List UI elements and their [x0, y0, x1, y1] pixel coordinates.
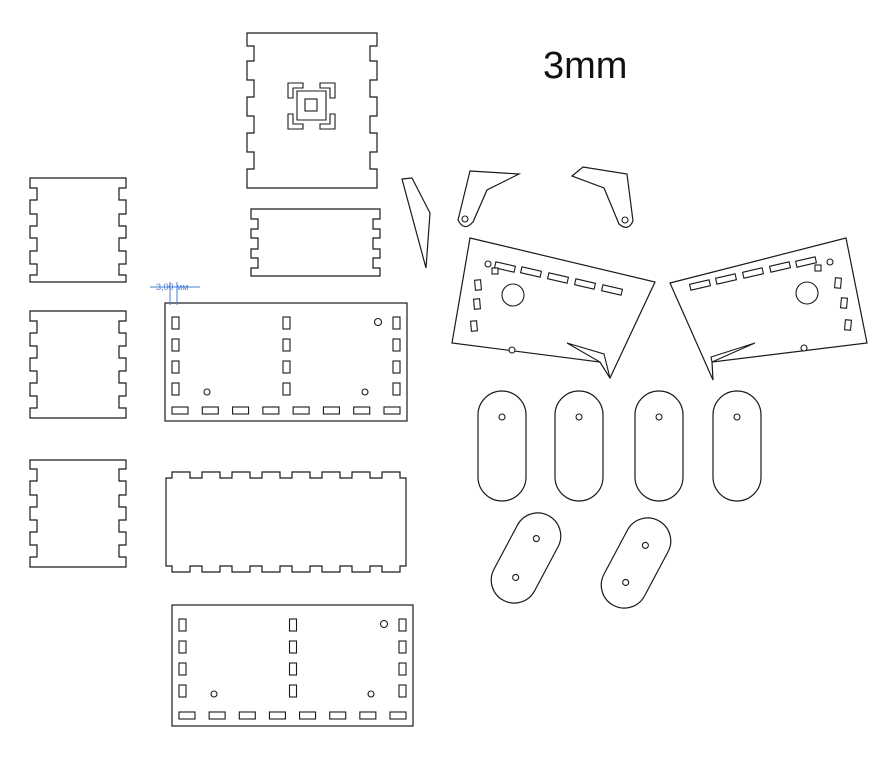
button-slot	[600, 284, 624, 296]
oval-link	[712, 390, 762, 502]
bottom-slot	[359, 711, 377, 720]
mount-slot	[288, 662, 298, 676]
bottom-slot	[389, 711, 407, 720]
bottom-slot	[208, 711, 226, 720]
mount-slot	[282, 338, 291, 352]
bottom-slot	[238, 711, 256, 720]
mount-slot	[171, 382, 180, 396]
mount-slot	[282, 360, 291, 374]
wedge-strip	[401, 177, 431, 269]
button-slot	[493, 261, 517, 273]
mount-slot	[171, 338, 180, 352]
oval-link	[477, 390, 527, 502]
mount-slot	[178, 662, 187, 676]
long-wall-panel	[165, 471, 407, 573]
mount-slot	[171, 360, 180, 374]
button-slot	[491, 267, 499, 275]
screw-hole	[210, 690, 218, 698]
button-slot	[573, 278, 597, 290]
mount-slot	[398, 684, 407, 698]
screw-hole	[361, 388, 369, 396]
mount-slot	[392, 338, 401, 352]
mount-slot	[288, 618, 298, 632]
bottom-slot	[353, 406, 371, 415]
oval-link	[554, 390, 604, 502]
mount-slot	[288, 684, 298, 698]
bottom-slot	[201, 406, 219, 415]
mount-slot	[171, 316, 180, 330]
button-slot	[472, 298, 482, 310]
bottom-slot	[299, 711, 317, 720]
side-panel-3	[29, 459, 127, 568]
tilted-link-right	[600, 517, 672, 609]
mount-slot	[282, 316, 291, 330]
upper-arm-left	[457, 170, 522, 228]
screw-hole	[379, 619, 389, 629]
control-plate-left	[451, 237, 656, 380]
button-slot	[473, 279, 483, 291]
button-slot	[688, 279, 712, 291]
button-slot	[768, 261, 792, 273]
button-slot	[833, 277, 843, 289]
button-slot	[714, 273, 738, 285]
screw-hole	[367, 690, 375, 698]
control-plate-right	[669, 237, 868, 381]
bottom-slot	[329, 711, 347, 720]
dimension-text: 3,00 мм	[156, 282, 188, 292]
bottom-slot	[322, 406, 340, 415]
button-slot	[794, 256, 818, 268]
bottom-slot	[178, 711, 196, 720]
logo-cutout	[287, 82, 336, 130]
mount-slot	[178, 640, 187, 654]
screw-hole	[203, 388, 211, 396]
base-plate-upper	[164, 302, 408, 422]
mount-slot	[282, 382, 291, 396]
mount-slot	[392, 316, 401, 330]
button-slot	[741, 267, 765, 279]
base-plate-lower	[171, 604, 414, 727]
material-thickness-label: 3mm	[543, 45, 627, 87]
mount-slot	[398, 640, 407, 654]
bottom-slot	[262, 406, 280, 415]
oval-link	[634, 390, 684, 502]
small-side-panel	[250, 208, 381, 277]
mount-slot	[392, 382, 401, 396]
bottom-slot	[292, 406, 310, 415]
mount-slot	[178, 618, 187, 632]
bottom-slot	[268, 711, 286, 720]
tilted-link-left	[490, 512, 562, 604]
mount-slot	[178, 684, 187, 698]
button-slot	[843, 319, 853, 331]
button-slot	[519, 266, 543, 278]
button-slot	[814, 264, 822, 272]
mount-slot	[398, 662, 407, 676]
bottom-slot	[383, 406, 401, 415]
upper-arm-right	[570, 166, 634, 228]
mount-slot	[392, 360, 401, 374]
bottom-slot	[232, 406, 250, 415]
mount-slot	[398, 618, 407, 632]
button-slot	[546, 272, 570, 284]
top-face-panel	[246, 32, 378, 189]
side-panel-2	[29, 310, 127, 419]
mount-slot	[288, 640, 298, 654]
side-panel-1	[29, 177, 127, 283]
button-slot	[839, 297, 849, 309]
bottom-slot	[171, 406, 189, 415]
screw-hole	[373, 317, 383, 327]
button-slot	[469, 320, 479, 332]
dimension-annotation: 3,00 мм	[150, 282, 200, 305]
